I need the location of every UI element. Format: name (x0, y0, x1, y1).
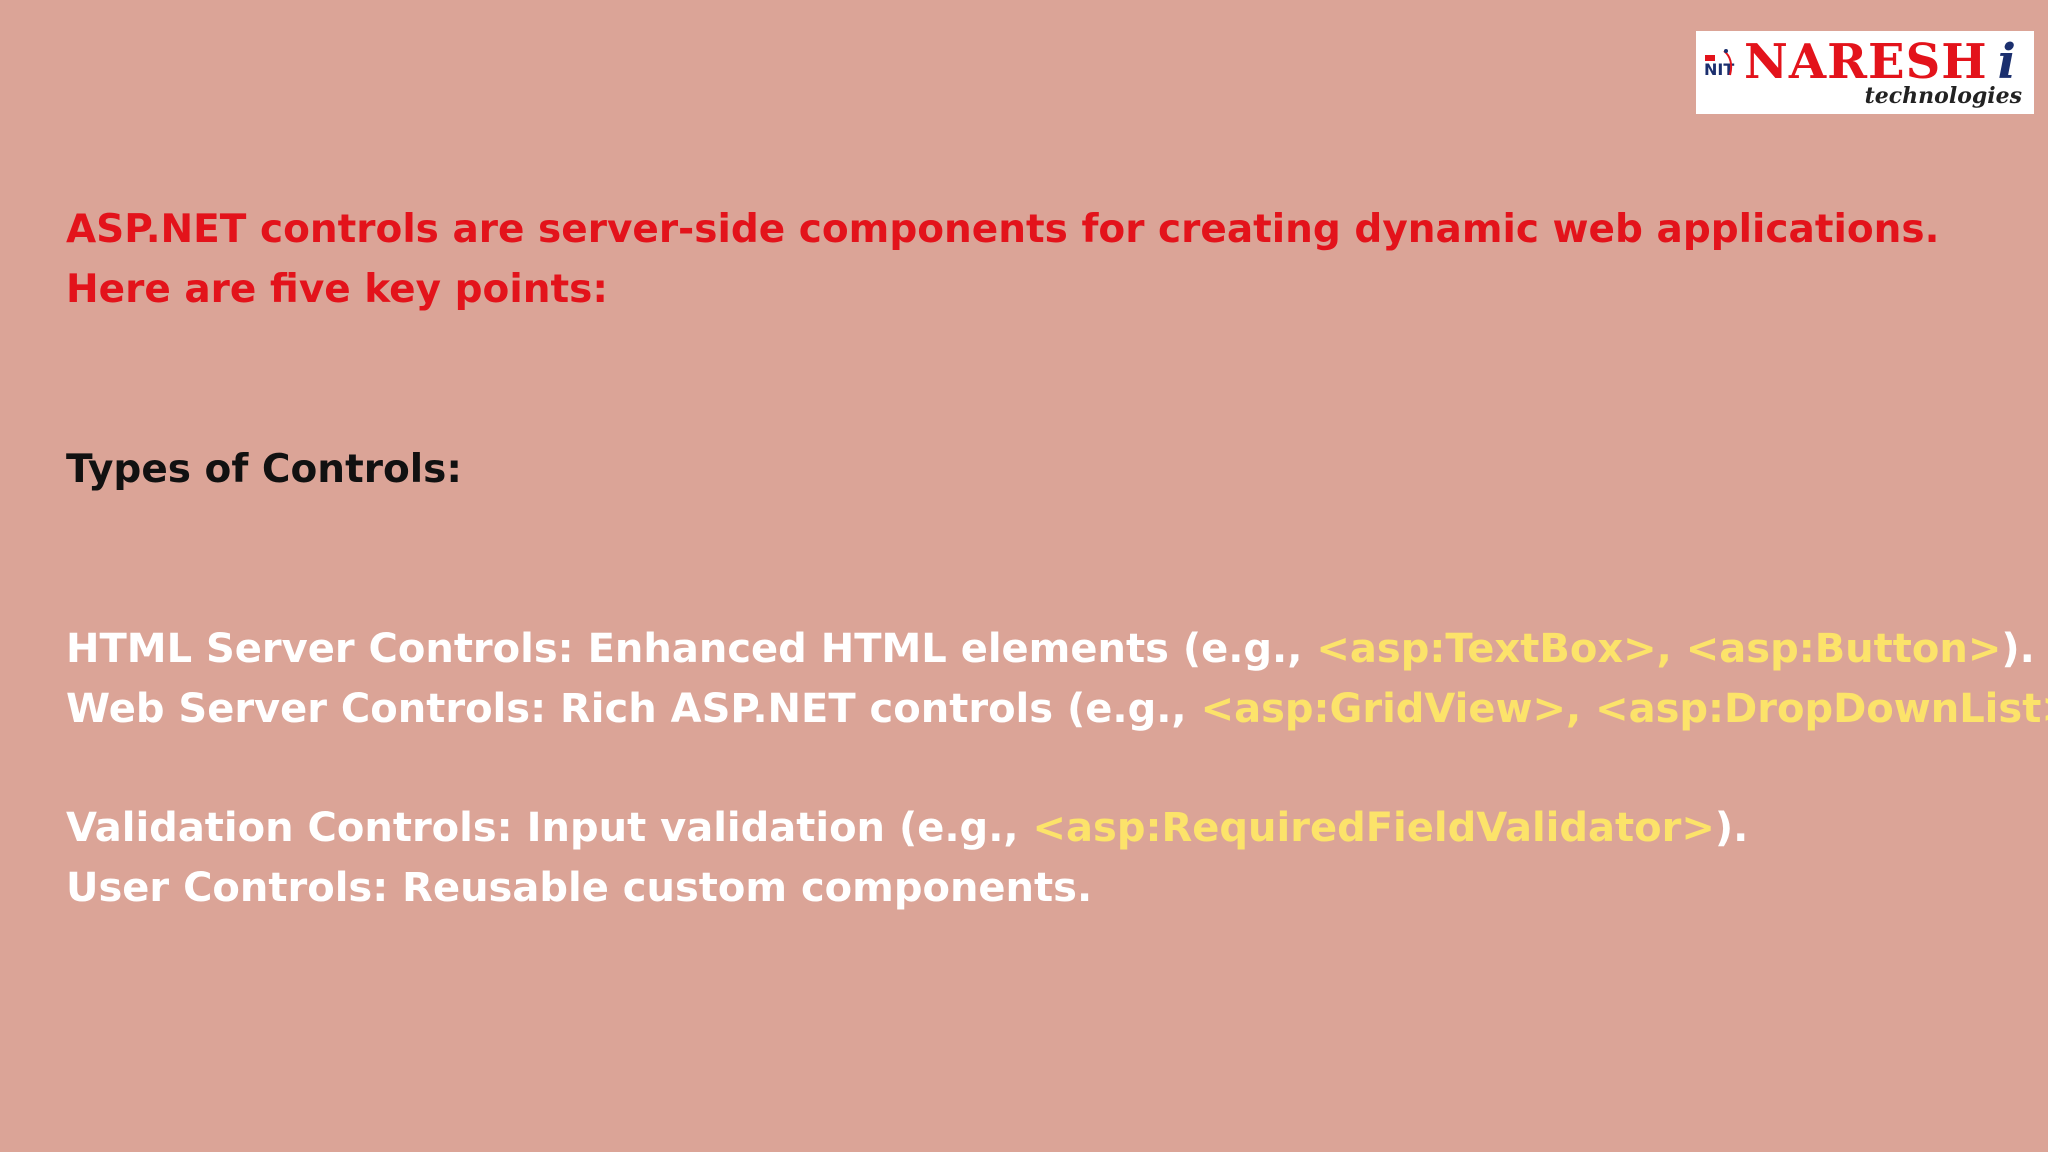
point-code-highlight: <asp:RequiredFieldValidator> (1032, 805, 1715, 851)
point-suffix: ). (2001, 626, 2035, 672)
point-text: Validation Controls: Input validation (e… (66, 805, 1033, 851)
svg-text:NIT: NIT (1704, 60, 1734, 79)
logo-brand-suffix: i (1997, 34, 2017, 90)
point-html-server-controls: HTML Server Controls: Enhanced HTML elem… (66, 619, 2035, 679)
intro-line-1: ASP.NET controls are server-side compone… (66, 207, 1940, 252)
point-text: Web Server Controls: Rich ASP.NET contro… (66, 686, 1201, 732)
point-text: HTML Server Controls: Enhanced HTML elem… (66, 626, 1317, 672)
intro-text: ASP.NET controls are server-side compone… (66, 200, 2006, 320)
intro-line-2: Here are five key points: (66, 267, 608, 312)
point-text: User Controls: Reusable custom component… (66, 865, 1093, 911)
point-code-highlight: <asp:GridView>, <asp:DropDownList> (1200, 686, 2048, 732)
point-code-highlight: <asp:TextBox>, <asp:Button> (1316, 626, 2002, 672)
point-user-controls: User Controls: Reusable custom component… (66, 858, 1092, 918)
point-validation-controls: Validation Controls: Input validation (e… (66, 798, 1748, 858)
section-title: Types of Controls: (66, 447, 462, 492)
point-suffix: ). (1714, 805, 1749, 851)
nit-logo-icon: NIT (1704, 49, 1734, 79)
point-web-server-controls: Web Server Controls: Rich ASP.NET contro… (66, 679, 2048, 739)
logo-tagline: technologies (1864, 83, 2022, 109)
logo-brand-name: NARESH (1744, 34, 1988, 90)
